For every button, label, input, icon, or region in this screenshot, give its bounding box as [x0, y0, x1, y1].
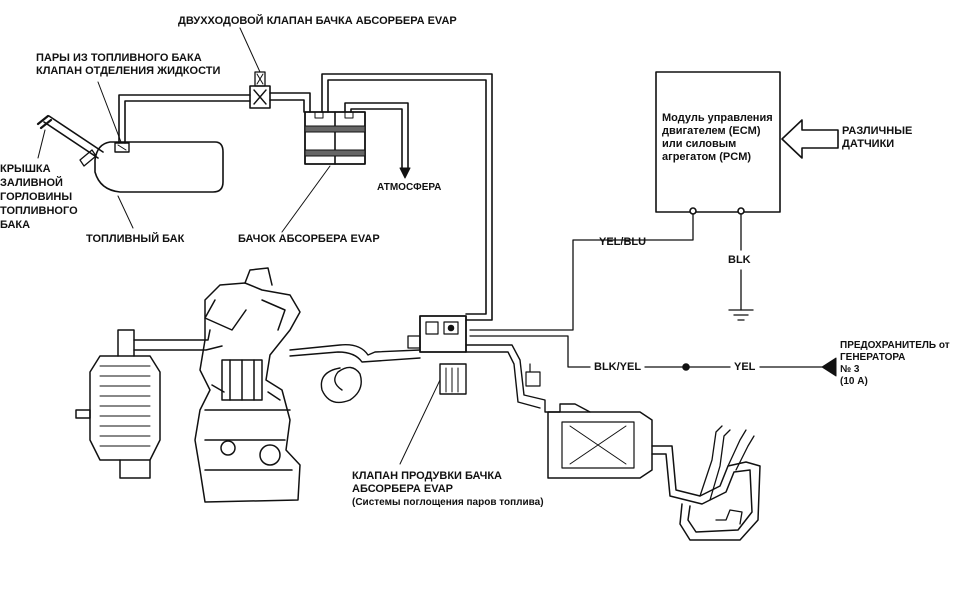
purge-hose — [321, 73, 493, 321]
engine — [194, 267, 301, 503]
filler-cap-line-1: КРЫШКА — [0, 163, 51, 175]
fuse-line-3: № 3 — [840, 364, 860, 375]
sensors-arrow — [781, 119, 839, 159]
wire-blk-yel-label: BLK/YEL — [594, 361, 642, 373]
purge-valve-line-3: (Системы поглощения паров топлива) — [352, 497, 544, 508]
purge-to-box-pipe — [465, 344, 591, 413]
tank-vapor-hose — [118, 94, 251, 144]
fuse-arrow — [821, 357, 837, 377]
ecm-label: Модуль управления двигателем (ECM) или с… — [662, 112, 773, 164]
air-cleaner — [75, 329, 161, 479]
purge-valve — [407, 315, 467, 395]
fuel-tank-label: ТОПЛИВНЫЙ БАК — [86, 233, 185, 245]
intake-to-valve-hose — [289, 344, 421, 363]
ecm-line-3: или силовым — [662, 138, 737, 150]
wire-blk-yel — [469, 335, 823, 368]
atmosphere-label: АТМОСФЕРА — [377, 182, 442, 193]
sensors-line-1: РАЗЛИЧНЫЕ — [842, 125, 913, 137]
intake-duct — [133, 329, 223, 351]
tank-vapors-line-1: ПАРЫ ИЗ ТОПЛИВНОГО БАКА — [36, 52, 202, 64]
wire-connector — [682, 363, 690, 371]
ecm-line-1: Модуль управления — [662, 112, 773, 124]
tank-vapors-pointer — [97, 81, 122, 143]
evap-canister — [304, 111, 366, 165]
valve-canister-hose — [269, 92, 311, 113]
sensors-line-2: ДАТЧИКИ — [842, 138, 895, 150]
outlet-piping — [651, 445, 761, 541]
sensors-label: РАЗЛИЧНЫЕ ДАТЧИКИ — [842, 125, 912, 151]
purge-valve-line-1: КЛАПАН ПРОДУВКИ БАЧКА — [352, 470, 503, 482]
fuse-line-4: (10 А) — [840, 376, 868, 387]
fuse-line-1: ПРЕДОХРАНИТЕЛЬ от — [840, 340, 950, 351]
filler-cap-line-2: ЗАЛИВНОЙ — [0, 177, 63, 189]
wire-blk-label: BLK — [728, 254, 751, 266]
two-way-valve-label: ДВУХХОДОВОЙ КЛАПАН БАЧКА АБСОРБЕРА EVAP — [178, 15, 457, 27]
filler-cap-line-3: ГОРЛОВИНЫ — [0, 191, 73, 203]
tank-vapors-line-2: КЛАПАН ОТДЕЛЕНИЯ ЖИДКОСТИ — [36, 65, 221, 77]
canister-pointer — [281, 165, 331, 233]
throttle-coil — [320, 366, 362, 404]
purge-valve-line-2: АБСОРБЕРА EVAP — [352, 483, 454, 495]
fuse-label: ПРЕДОХРАНИТЕЛЬ от ГЕНЕРАТОРА № 3 (10 А) — [840, 340, 950, 388]
charcoal-box — [547, 411, 653, 479]
ecm-terminal-right — [737, 207, 745, 215]
atmosphere-arrow — [399, 167, 411, 179]
fuel-tank-pointer — [117, 195, 134, 229]
filler-cap-line-5: БАКА — [0, 219, 31, 231]
atmosphere-vent-hose — [344, 102, 409, 169]
wire-yel-blu — [469, 213, 694, 331]
evap-canister-label: БАЧОК АБСОРБЕРА EVAP — [238, 233, 380, 245]
wire-yel-label: YEL — [734, 361, 756, 373]
purge-valve-label: КЛАПАН ПРОДУВКИ БАЧКА АБСОРБЕРА EVAP (Си… — [352, 470, 544, 509]
two-way-valve-pointer — [239, 27, 261, 73]
ecm-line-2: двигателем (ECM) — [662, 125, 761, 137]
fuel-tank — [94, 141, 224, 193]
ground-symbol — [728, 309, 754, 321]
fuse-line-2: ГЕНЕРАТОРА — [840, 352, 906, 363]
two-way-valve — [249, 71, 271, 109]
outlet-pipe-ends — [715, 509, 743, 525]
ecm-line-4: агрегатом (PCM) — [662, 151, 752, 163]
ecm-terminal-left — [689, 207, 697, 215]
ecm-box — [655, 71, 781, 213]
tank-vapors-label: ПАРЫ ИЗ ТОПЛИВНОГО БАКА КЛАПАН ОТДЕЛЕНИЯ… — [36, 52, 220, 78]
filler-cap-pointer — [37, 129, 46, 159]
pipe-bracket — [525, 363, 541, 387]
filler-cap-line-4: ТОПЛИВНОГО — [0, 205, 78, 217]
filler-cap-label: КРЫШКА ЗАЛИВНОЙ ГОРЛОВИНЫ ТОПЛИВНОГО БАК… — [0, 162, 78, 232]
outlet-pipe-bends — [699, 425, 755, 501]
filler-neck — [36, 114, 104, 167]
wire-yel-blu-label: YEL/BLU — [599, 236, 647, 248]
purge-valve-pointer — [399, 379, 441, 465]
